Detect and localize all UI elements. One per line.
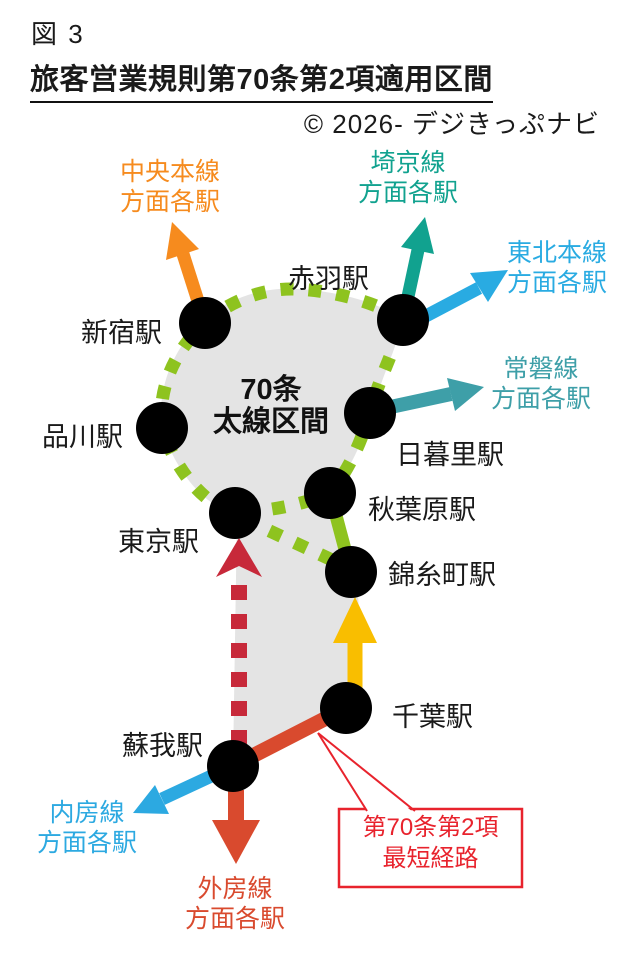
station-label-nippori: 日暮里駅	[396, 440, 504, 470]
branch-saikyo-name: 埼京線	[370, 149, 446, 177]
branch-label-saikyo: 埼京線 方面各駅	[343, 148, 473, 208]
station-label-kinshicho: 錦糸町駅	[388, 560, 496, 590]
tokyo-kinshicho-dashed-line	[241, 513, 348, 572]
station-label-soga: 蘇我駅	[122, 731, 203, 761]
branch-sotobo-name: 外房線	[197, 875, 273, 903]
loop-dashed-line	[154, 282, 411, 520]
station-label-shinagawa: 品川駅	[42, 422, 123, 452]
station-label-akihabara: 秋葉原駅	[368, 495, 476, 525]
branch-label-joban: 常磐線 方面各駅	[476, 354, 606, 414]
branch-chuo-name: 中央本線	[119, 158, 220, 186]
zone-label-line1: 70条	[240, 374, 302, 406]
shortest-route-callout-text: 第70条第2項 最短経路	[338, 812, 523, 874]
branch-label-tohoku: 東北本線 方面各駅	[492, 238, 622, 298]
station-dot-kinshicho	[325, 546, 377, 598]
branch-label-uchibo: 内房線 方面各駅	[22, 798, 152, 858]
station-label-chiba: 千葉駅	[392, 702, 473, 732]
branch-sotobo-suffix: 方面各駅	[184, 905, 285, 933]
branch-label-chuo: 中央本線 方面各駅	[105, 157, 235, 217]
zone-label: 70条 太線区間	[191, 374, 351, 438]
station-dot-shinagawa	[136, 402, 188, 454]
callout-line1: 第70条第2項	[362, 814, 499, 841]
branch-chuo-suffix: 方面各駅	[119, 188, 220, 216]
branch-tohoku-suffix: 方面各駅	[506, 269, 607, 297]
branch-uchibo-suffix: 方面各駅	[36, 829, 137, 857]
station-label-shinjuku: 新宿駅	[81, 318, 162, 348]
zone-label-line2: 太線区間	[212, 406, 329, 438]
figure-title: 旅客営業規則第70条第2項適用区間	[30, 56, 493, 103]
copyright-note: © 2026- デジきっぷナビ	[303, 109, 600, 139]
station-dot-shinjuku	[179, 297, 231, 349]
station-dot-chiba	[320, 682, 372, 734]
chiba-kinshicho-arrow	[333, 597, 377, 688]
station-dot-nippori	[344, 387, 396, 439]
station-dot-akihabara	[304, 467, 356, 519]
branch-joban-name: 常磐線	[503, 355, 579, 383]
branch-saikyo-suffix: 方面各駅	[357, 179, 458, 207]
station-dot-tokyo	[209, 487, 261, 539]
zone-fill-shape	[160, 288, 403, 764]
branch-label-sotobo: 外房線 方面各駅	[170, 874, 300, 934]
branch-uchibo-name: 内房線	[49, 799, 125, 827]
sotobo-line-arrow	[212, 790, 260, 864]
callout-line2: 最短経路	[382, 845, 479, 872]
station-dot-akabane	[377, 294, 429, 346]
station-dot-soga	[207, 740, 259, 792]
shortest-route-dashed-arrow	[216, 538, 262, 745]
station-label-akabane: 赤羽駅	[288, 264, 369, 294]
branch-joban-suffix: 方面各駅	[490, 385, 591, 413]
branch-tohoku-name: 東北本線	[506, 239, 607, 267]
figure-number: 図 3	[31, 19, 85, 49]
station-label-tokyo: 東京駅	[118, 527, 199, 557]
shortest-route-callout-box	[317, 732, 524, 889]
